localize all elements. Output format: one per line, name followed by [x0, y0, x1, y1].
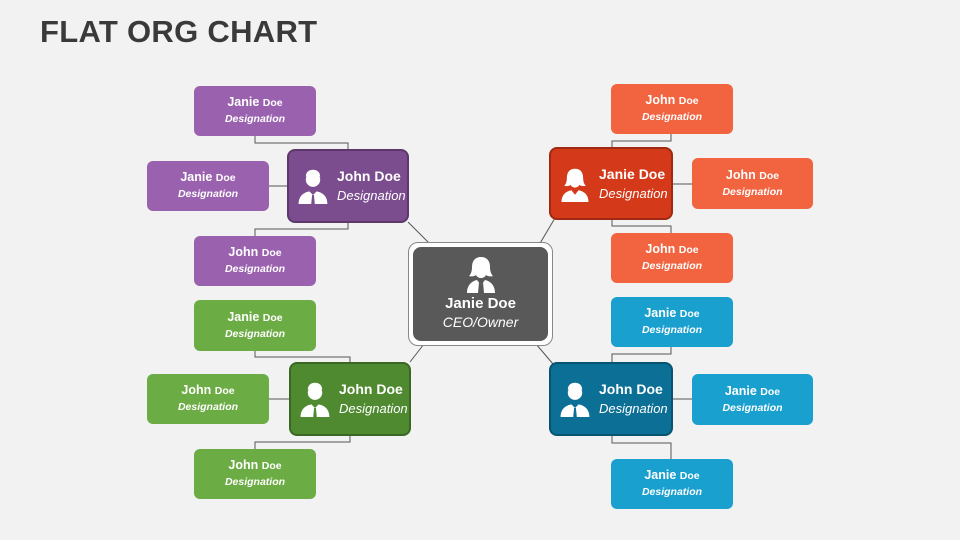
member-card[interactable]: Janie Doe Designation [194, 300, 316, 351]
member-card[interactable]: John Doe Designation [194, 449, 316, 499]
member-card[interactable]: Janie Doe Designation [147, 161, 269, 211]
member-designation: Designation [224, 476, 286, 488]
member-first-name: John [181, 383, 212, 397]
member-first-name: John [725, 167, 756, 182]
manager-designation: Designation [599, 401, 668, 416]
member-first-name: Janie [180, 170, 213, 184]
manager-designation: Designation [339, 401, 408, 416]
member-designation: Designation [722, 185, 783, 198]
member-designation: Designation [177, 188, 239, 200]
member-first-name: John [228, 458, 259, 472]
female-person-icon [561, 168, 589, 202]
member-designation: Designation [224, 327, 286, 340]
manager-designation: Designation [599, 185, 668, 201]
member-card[interactable]: John Doe Designation [147, 374, 269, 424]
member-designation: Designation [722, 401, 783, 414]
member-first-name: Janie [644, 306, 677, 320]
member-first-name: John [228, 245, 259, 259]
member-card[interactable]: John Doe Designation [692, 158, 813, 209]
manager-card[interactable]: John Doe Designation [289, 362, 411, 436]
member-designation: Designation [641, 324, 703, 336]
male-person-icon [560, 382, 590, 417]
member-last-name: Doe [760, 385, 781, 398]
manager-designation: Designation [337, 188, 406, 203]
page-title: FLAT ORG CHART [40, 14, 318, 49]
member-card[interactable]: John Doe Designation [194, 236, 316, 286]
member-card[interactable]: Janie Doe Designation [611, 297, 733, 347]
member-card[interactable]: Janie Doe Designation [611, 459, 733, 509]
ceo-card[interactable]: Janie Doe CEO/Owner [413, 247, 548, 341]
ceo-name: Janie Doe [445, 295, 516, 312]
member-card[interactable]: John Doe Designation [611, 233, 733, 283]
member-last-name: Doe [678, 95, 699, 107]
member-last-name: Doe [261, 247, 282, 259]
manager-name: John Doe [337, 168, 401, 184]
member-first-name: Janie [724, 383, 757, 398]
member-designation: Designation [224, 113, 286, 125]
manager-name: Janie Doe [599, 165, 666, 182]
member-last-name: Doe [678, 244, 699, 256]
member-designation: Designation [641, 260, 703, 272]
male-person-icon [300, 382, 330, 417]
manager-card[interactable]: Janie Doe Designation [549, 147, 673, 220]
ceo-role: CEO/Owner [442, 314, 519, 330]
member-last-name: Doe [214, 385, 235, 397]
member-last-name: Doe [215, 172, 236, 184]
member-last-name: Doe [679, 308, 700, 320]
manager-card[interactable]: John Doe Designation [287, 149, 409, 223]
member-last-name: Doe [759, 169, 780, 182]
member-designation: Designation [641, 111, 703, 123]
member-designation: Designation [641, 486, 703, 498]
member-last-name: Doe [261, 460, 282, 472]
female-person-icon [466, 257, 495, 293]
member-first-name: Janie [227, 309, 260, 324]
member-card[interactable]: Janie Doe Designation [194, 86, 316, 136]
member-designation: Designation [224, 263, 286, 275]
member-card[interactable]: Janie Doe Designation [692, 374, 813, 425]
member-card[interactable]: John Doe Designation [611, 84, 733, 134]
member-last-name: Doe [679, 470, 700, 482]
member-first-name: Janie [644, 468, 677, 482]
manager-card[interactable]: John Doe Designation [549, 362, 673, 436]
member-designation: Designation [177, 401, 239, 413]
member-first-name: Janie [227, 95, 260, 109]
member-first-name: John [645, 242, 676, 256]
member-last-name: Doe [262, 97, 283, 109]
manager-name: John Doe [599, 381, 663, 397]
member-last-name: Doe [262, 311, 283, 324]
manager-name: John Doe [339, 381, 403, 397]
male-person-icon [298, 169, 328, 204]
member-first-name: John [645, 93, 676, 107]
